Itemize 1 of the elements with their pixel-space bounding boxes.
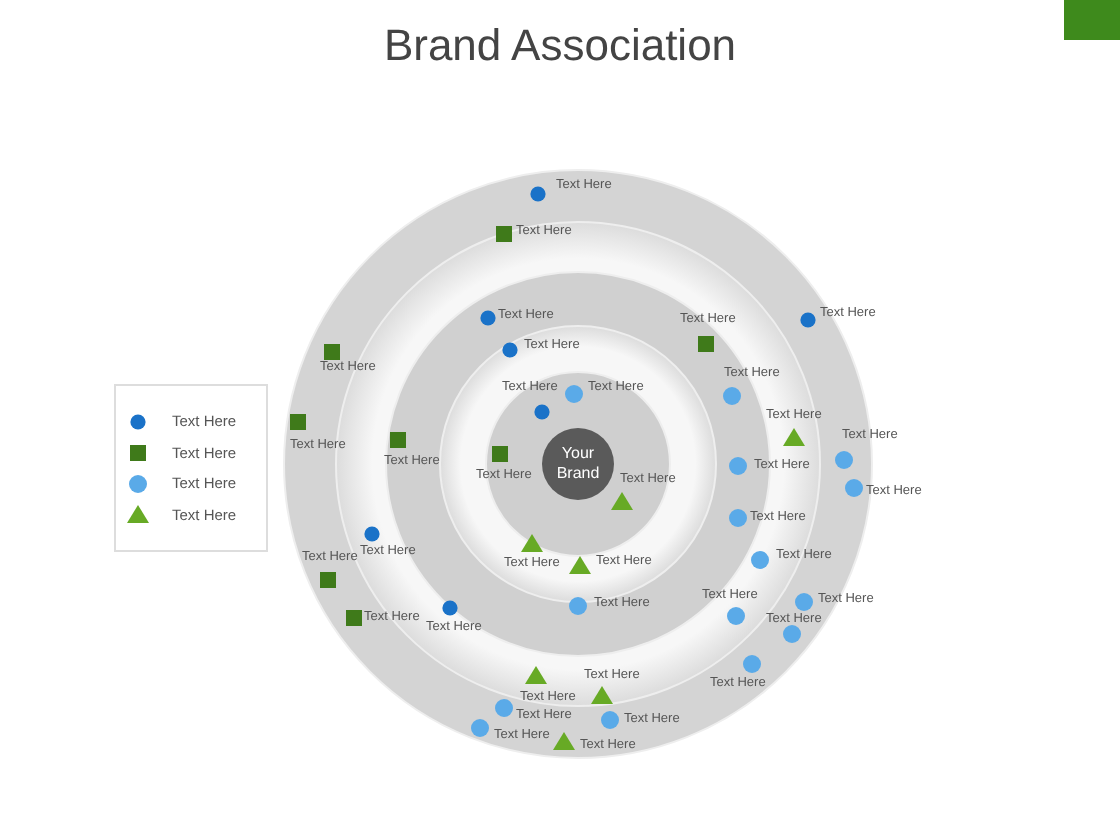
title: Brand Association [381,20,739,72]
